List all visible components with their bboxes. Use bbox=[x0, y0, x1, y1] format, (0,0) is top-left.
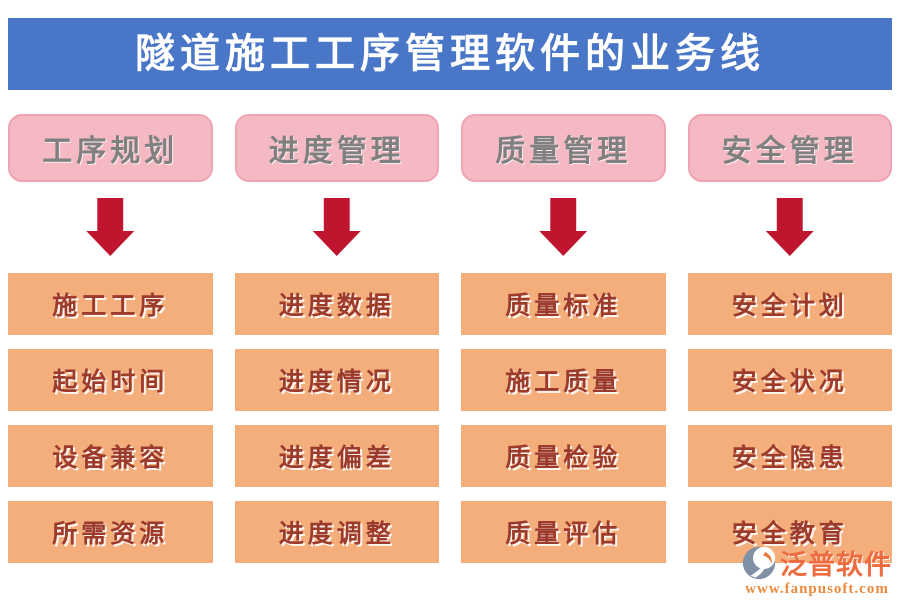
item-label: 起始时间 bbox=[52, 369, 169, 396]
column-quality-management: 质量管理 质量标准 施工质量 质量检验 质量评估 bbox=[461, 114, 666, 577]
item-box: 安全隐患 bbox=[687, 425, 892, 487]
down-arrow-icon bbox=[539, 198, 588, 256]
item-box: 安全状况 bbox=[687, 349, 892, 411]
category-box-process-planning: 工序规划 bbox=[8, 114, 213, 182]
item-label: 质量评估 bbox=[505, 521, 622, 548]
page-title: 隧道施工工序管理软件的业务线 bbox=[8, 18, 892, 90]
columns-grid: 工序规划 施工工序 起始时间 设备兼容 所需资源 进度管理 进度数据 进度情况 … bbox=[8, 114, 892, 577]
item-box: 进度情况 bbox=[234, 349, 439, 411]
item-label: 进度情况 bbox=[278, 369, 395, 396]
item-label: 安全计划 bbox=[731, 293, 848, 320]
item-label: 所需资源 bbox=[52, 521, 169, 548]
item-box: 质量检验 bbox=[461, 425, 666, 487]
item-box: 施工工序 bbox=[8, 273, 213, 335]
item-box: 安全计划 bbox=[687, 273, 892, 335]
fanpu-logo-icon bbox=[742, 546, 776, 579]
item-label: 安全状况 bbox=[731, 369, 848, 396]
arrow-wrap bbox=[688, 198, 893, 256]
category-box-safety-management: 安全管理 bbox=[687, 114, 892, 182]
item-label: 安全隐患 bbox=[731, 445, 848, 472]
arrow-wrap bbox=[235, 198, 440, 256]
column-progress-management: 进度管理 进度数据 进度情况 进度偏差 进度调整 bbox=[234, 114, 440, 577]
item-label: 施工质量 bbox=[505, 369, 622, 396]
item-box: 进度偏差 bbox=[234, 425, 439, 487]
arrow-wrap bbox=[461, 198, 666, 256]
item-box: 质量标准 bbox=[461, 273, 666, 335]
brand-name: 泛普软件 bbox=[780, 550, 892, 580]
category-label: 进度管理 bbox=[268, 135, 405, 168]
item-box: 起始时间 bbox=[8, 349, 213, 411]
column-process-planning: 工序规划 施工工序 起始时间 设备兼容 所需资源 bbox=[8, 114, 213, 577]
down-arrow-icon bbox=[312, 198, 361, 256]
category-box-progress-management: 进度管理 bbox=[234, 114, 439, 182]
item-label: 安全教育 bbox=[731, 521, 848, 548]
arrow-wrap bbox=[8, 198, 213, 256]
item-label: 质量标准 bbox=[505, 293, 622, 320]
category-label: 质量管理 bbox=[495, 135, 632, 168]
category-label: 安全管理 bbox=[721, 135, 858, 168]
item-box: 设备兼容 bbox=[8, 425, 213, 487]
column-safety-management: 安全管理 安全计划 安全状况 安全隐患 安全教育 bbox=[687, 114, 893, 577]
item-label: 进度数据 bbox=[278, 293, 395, 320]
item-box: 安全教育 bbox=[687, 501, 892, 563]
brand-logo-row: 泛普软件 bbox=[742, 543, 892, 582]
down-arrow-icon bbox=[86, 198, 135, 256]
item-box: 所需资源 bbox=[8, 501, 213, 563]
down-arrow-icon bbox=[765, 198, 814, 256]
item-label: 质量检验 bbox=[505, 445, 622, 472]
category-label: 工序规划 bbox=[42, 135, 179, 168]
item-box: 进度调整 bbox=[234, 501, 439, 563]
item-box: 施工质量 bbox=[461, 349, 666, 411]
item-label: 设备兼容 bbox=[52, 445, 169, 472]
category-box-quality-management: 质量管理 bbox=[461, 114, 666, 182]
item-label: 进度偏差 bbox=[278, 445, 395, 472]
item-box: 质量评估 bbox=[461, 501, 666, 563]
item-box: 进度数据 bbox=[234, 273, 439, 335]
item-label: 施工工序 bbox=[52, 293, 169, 320]
brand-url: www.fanpusoft.com bbox=[745, 581, 889, 597]
brand-logo: 泛普软件 www.fanpusoft.com bbox=[742, 543, 892, 598]
item-label: 进度调整 bbox=[278, 521, 395, 548]
